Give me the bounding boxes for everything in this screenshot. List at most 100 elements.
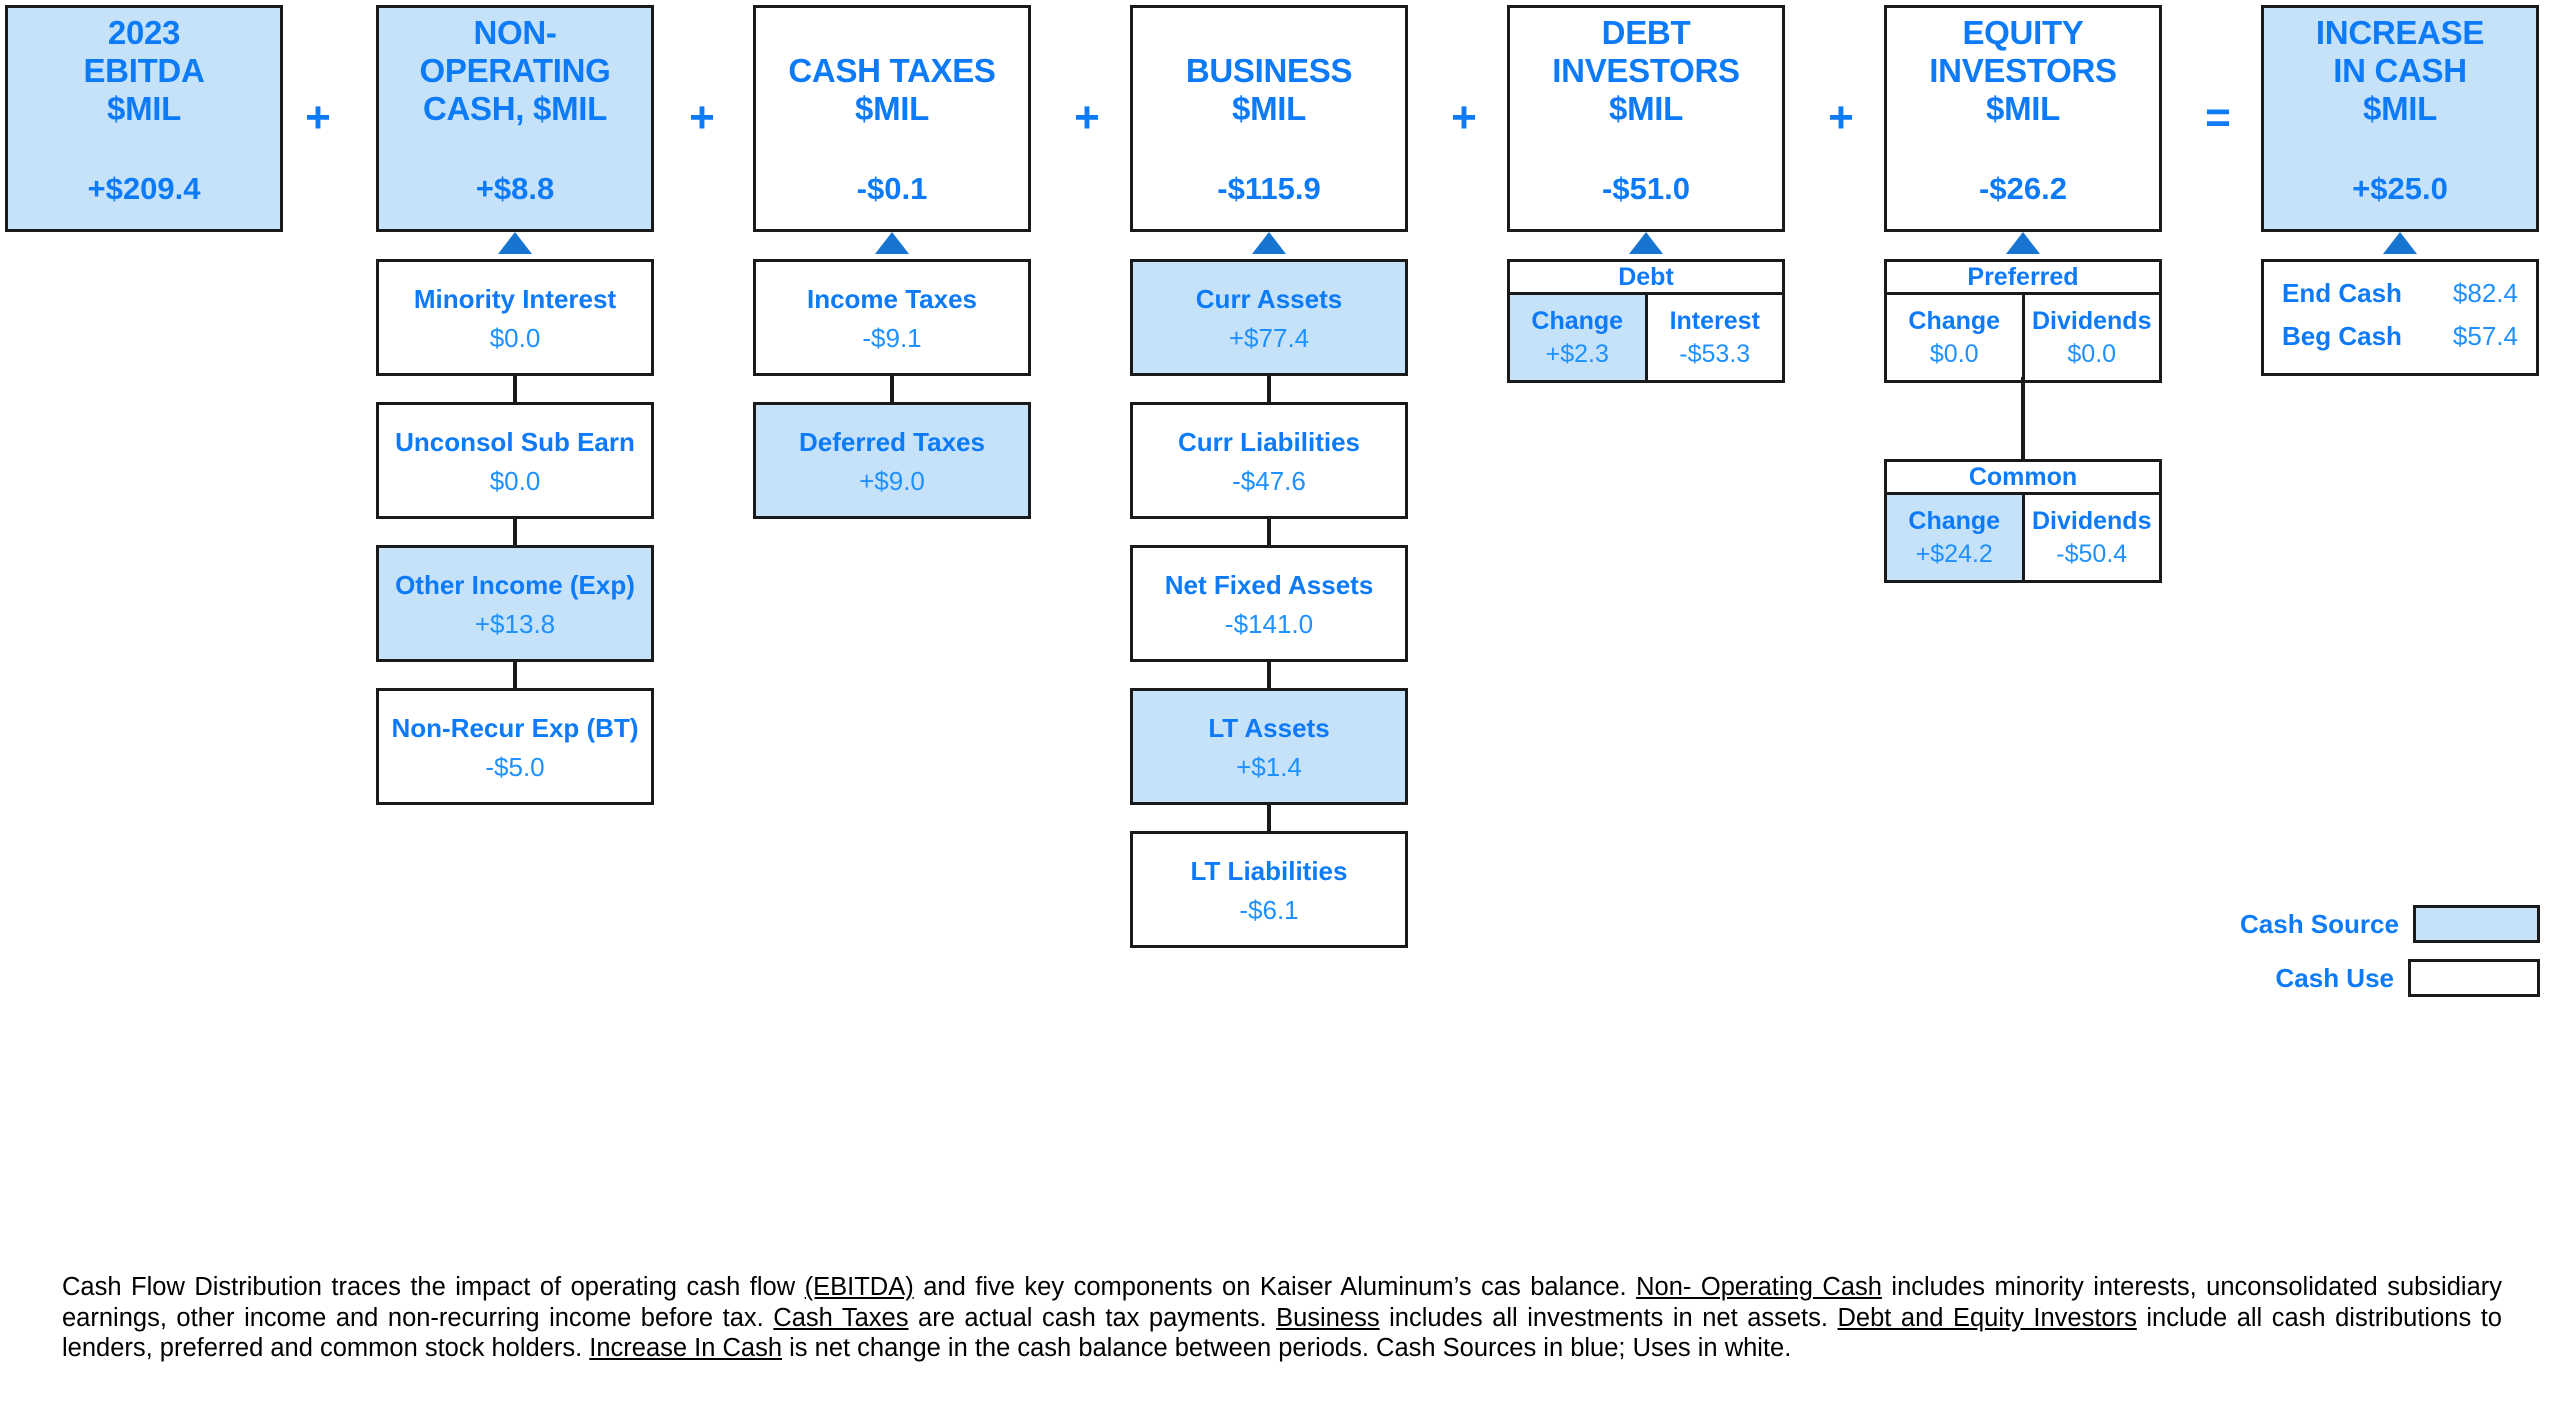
header-amount: +$8.8 bbox=[475, 171, 555, 206]
operator-plus-3: + bbox=[1074, 93, 1100, 142]
beg-cash-label: Beg Cash bbox=[2282, 321, 2402, 351]
footnote-term-business: Business bbox=[1276, 1303, 1380, 1332]
debt-interest-value: -$53.3 bbox=[1679, 339, 1751, 368]
item-value: +$1.4 bbox=[1236, 751, 1302, 782]
common-table[interactable]: Common Change +$24.2 Dividends -$50.4 bbox=[1884, 459, 2162, 583]
footnote: Cash Flow Distribution traces the impact… bbox=[62, 1272, 2502, 1364]
item-label: Income Taxes bbox=[806, 283, 978, 314]
item-value: +$77.4 bbox=[1228, 322, 1310, 353]
header-title-line: OPERATING bbox=[419, 52, 611, 89]
header-title-line: CASH TAXES bbox=[788, 52, 996, 89]
footnote-term-non-operating-cash: Non- Operating Cash bbox=[1636, 1273, 1882, 1301]
common-change-header: Change bbox=[1908, 506, 2001, 535]
preferred-change-header: Change bbox=[1908, 306, 2001, 335]
header-box-non-operating-cash[interactable]: NON- OPERATING CASH, $MIL +$8.8 bbox=[376, 5, 654, 232]
header-title-line: INCREASE bbox=[2315, 14, 2485, 51]
beg-cash-value: $57.4 bbox=[2452, 321, 2518, 351]
arrow-up-icon-business bbox=[1252, 232, 1286, 254]
item-label: Other Income (Exp) bbox=[395, 569, 635, 600]
header-box-cash-taxes[interactable]: CASH TAXES $MIL -$0.1 bbox=[753, 5, 1031, 232]
header-title-line: DEBT bbox=[1601, 14, 1691, 51]
item-box-income-taxes[interactable]: Income Taxes -$9.1 bbox=[753, 259, 1031, 376]
item-value: $0.0 bbox=[489, 465, 541, 496]
footnote-part: Cash Flow Distribution traces the impact… bbox=[62, 1273, 805, 1301]
connector-line bbox=[1267, 660, 1271, 690]
header-title-line: 2023 bbox=[107, 14, 181, 51]
common-change-cell[interactable]: Change +$24.2 bbox=[1887, 495, 2025, 580]
item-value: -$47.6 bbox=[1232, 465, 1306, 496]
preferred-table-caption: Preferred bbox=[1887, 262, 2159, 295]
preferred-change-cell[interactable]: Change $0.0 bbox=[1887, 295, 2025, 380]
connector-line bbox=[2021, 377, 2025, 459]
item-box-lt-liabilities[interactable]: LT Liabilities -$6.1 bbox=[1130, 831, 1408, 948]
footnote-part: is net change in the cash balance betwee… bbox=[782, 1334, 1792, 1362]
header-box-debt-investors[interactable]: DEBT INVESTORS $MIL -$51.0 bbox=[1507, 5, 1785, 232]
cash-summary-row: Beg Cash $57.4 bbox=[2282, 321, 2518, 352]
header-title-line: $MIL bbox=[1232, 90, 1306, 127]
preferred-dividends-cell[interactable]: Dividends $0.0 bbox=[2025, 295, 2160, 380]
item-value: -$141.0 bbox=[1224, 608, 1314, 639]
operator-plus-5: + bbox=[1828, 93, 1854, 142]
header-box-increase-in-cash[interactable]: INCREASE IN CASH $MIL +$25.0 bbox=[2261, 5, 2539, 232]
operator-plus-1: + bbox=[305, 93, 331, 142]
item-value: -$9.1 bbox=[862, 322, 922, 353]
item-value: -$6.1 bbox=[1239, 894, 1299, 925]
item-value: +$9.0 bbox=[859, 465, 925, 496]
item-label: Minority Interest bbox=[413, 283, 617, 314]
footnote-term-cash-taxes: Cash Taxes bbox=[773, 1303, 909, 1332]
connector-line bbox=[1267, 374, 1271, 404]
item-box-deferred-taxes[interactable]: Deferred Taxes +$9.0 bbox=[753, 402, 1031, 519]
header-box-business[interactable]: BUSINESS $MIL -$115.9 bbox=[1130, 5, 1408, 232]
item-box-other-income-exp[interactable]: Other Income (Exp) +$13.8 bbox=[376, 545, 654, 662]
item-box-curr-assets[interactable]: Curr Assets +$77.4 bbox=[1130, 259, 1408, 376]
arrow-up-icon-non-operating-cash bbox=[498, 232, 532, 254]
legend-row-cash-use: Cash Use bbox=[2240, 959, 2540, 997]
common-dividends-cell[interactable]: Dividends -$50.4 bbox=[2025, 495, 2160, 580]
connector-line bbox=[513, 660, 517, 690]
header-amount: +$25.0 bbox=[2352, 171, 2448, 206]
footnote-term-ebitda: (EBITDA) bbox=[804, 1273, 914, 1301]
header-box-equity-investors[interactable]: EQUITY INVESTORS $MIL -$26.2 bbox=[1884, 5, 2162, 232]
legend: Cash Source Cash Use bbox=[2240, 905, 2540, 1013]
legend-swatch-use bbox=[2408, 959, 2540, 997]
header-amount: -$51.0 bbox=[1602, 171, 1690, 206]
item-box-curr-liabilities[interactable]: Curr Liabilities -$47.6 bbox=[1130, 402, 1408, 519]
arrow-up-icon-cash-taxes bbox=[875, 232, 909, 254]
legend-row-cash-source: Cash Source bbox=[2240, 905, 2540, 943]
debt-table[interactable]: Debt Change +$2.3 Interest -$53.3 bbox=[1507, 259, 1785, 383]
item-box-lt-assets[interactable]: LT Assets +$1.4 bbox=[1130, 688, 1408, 805]
debt-interest-cell[interactable]: Interest -$53.3 bbox=[1648, 295, 1783, 380]
footnote-part: includes all investments in net assets. bbox=[1379, 1303, 1838, 1332]
item-label: Deferred Taxes bbox=[799, 426, 985, 457]
item-value: $0.0 bbox=[489, 322, 541, 353]
common-table-caption: Common bbox=[1887, 462, 2159, 495]
item-label: Non-Recur Exp (BT) bbox=[391, 712, 639, 743]
cash-summary-row: End Cash $82.4 bbox=[2282, 278, 2518, 309]
header-title-line: EBITDA bbox=[83, 52, 205, 89]
header-amount: -$0.1 bbox=[856, 171, 928, 206]
connector-line bbox=[513, 374, 517, 404]
item-box-net-fixed-assets[interactable]: Net Fixed Assets -$141.0 bbox=[1130, 545, 1408, 662]
item-label: Net Fixed Assets bbox=[1164, 569, 1374, 600]
item-label: LT Assets bbox=[1208, 712, 1330, 743]
debt-change-header: Change bbox=[1531, 306, 1624, 335]
preferred-dividends-value: $0.0 bbox=[2067, 339, 2117, 368]
header-title-line: INVESTORS bbox=[1552, 52, 1740, 89]
item-box-non-recur-exp-bt[interactable]: Non-Recur Exp (BT) -$5.0 bbox=[376, 688, 654, 805]
item-box-minority-interest[interactable]: Minority Interest $0.0 bbox=[376, 259, 654, 376]
preferred-table[interactable]: Preferred Change $0.0 Dividends $0.0 bbox=[1884, 259, 2162, 383]
arrow-up-icon-equity-investors bbox=[2006, 232, 2040, 254]
debt-change-cell[interactable]: Change +$2.3 bbox=[1510, 295, 1648, 380]
operator-equals: = bbox=[2205, 93, 2231, 142]
operator-plus-4: + bbox=[1451, 93, 1477, 142]
item-box-unconsol-sub-earn[interactable]: Unconsol Sub Earn $0.0 bbox=[376, 402, 654, 519]
header-box-ebitda[interactable]: 2023 EBITDA $MIL +$209.4 bbox=[5, 5, 283, 232]
arrow-up-icon-increase-in-cash bbox=[2383, 232, 2417, 254]
header-title-line: IN CASH bbox=[2333, 52, 2467, 89]
debt-interest-header: Interest bbox=[1669, 306, 1760, 335]
header-amount: -$26.2 bbox=[1979, 171, 2067, 206]
connector-line bbox=[890, 374, 894, 404]
header-title-line: BUSINESS bbox=[1185, 52, 1353, 89]
header-title-line: $MIL bbox=[2363, 90, 2437, 127]
cash-summary-box[interactable]: End Cash $82.4 Beg Cash $57.4 bbox=[2261, 259, 2539, 376]
